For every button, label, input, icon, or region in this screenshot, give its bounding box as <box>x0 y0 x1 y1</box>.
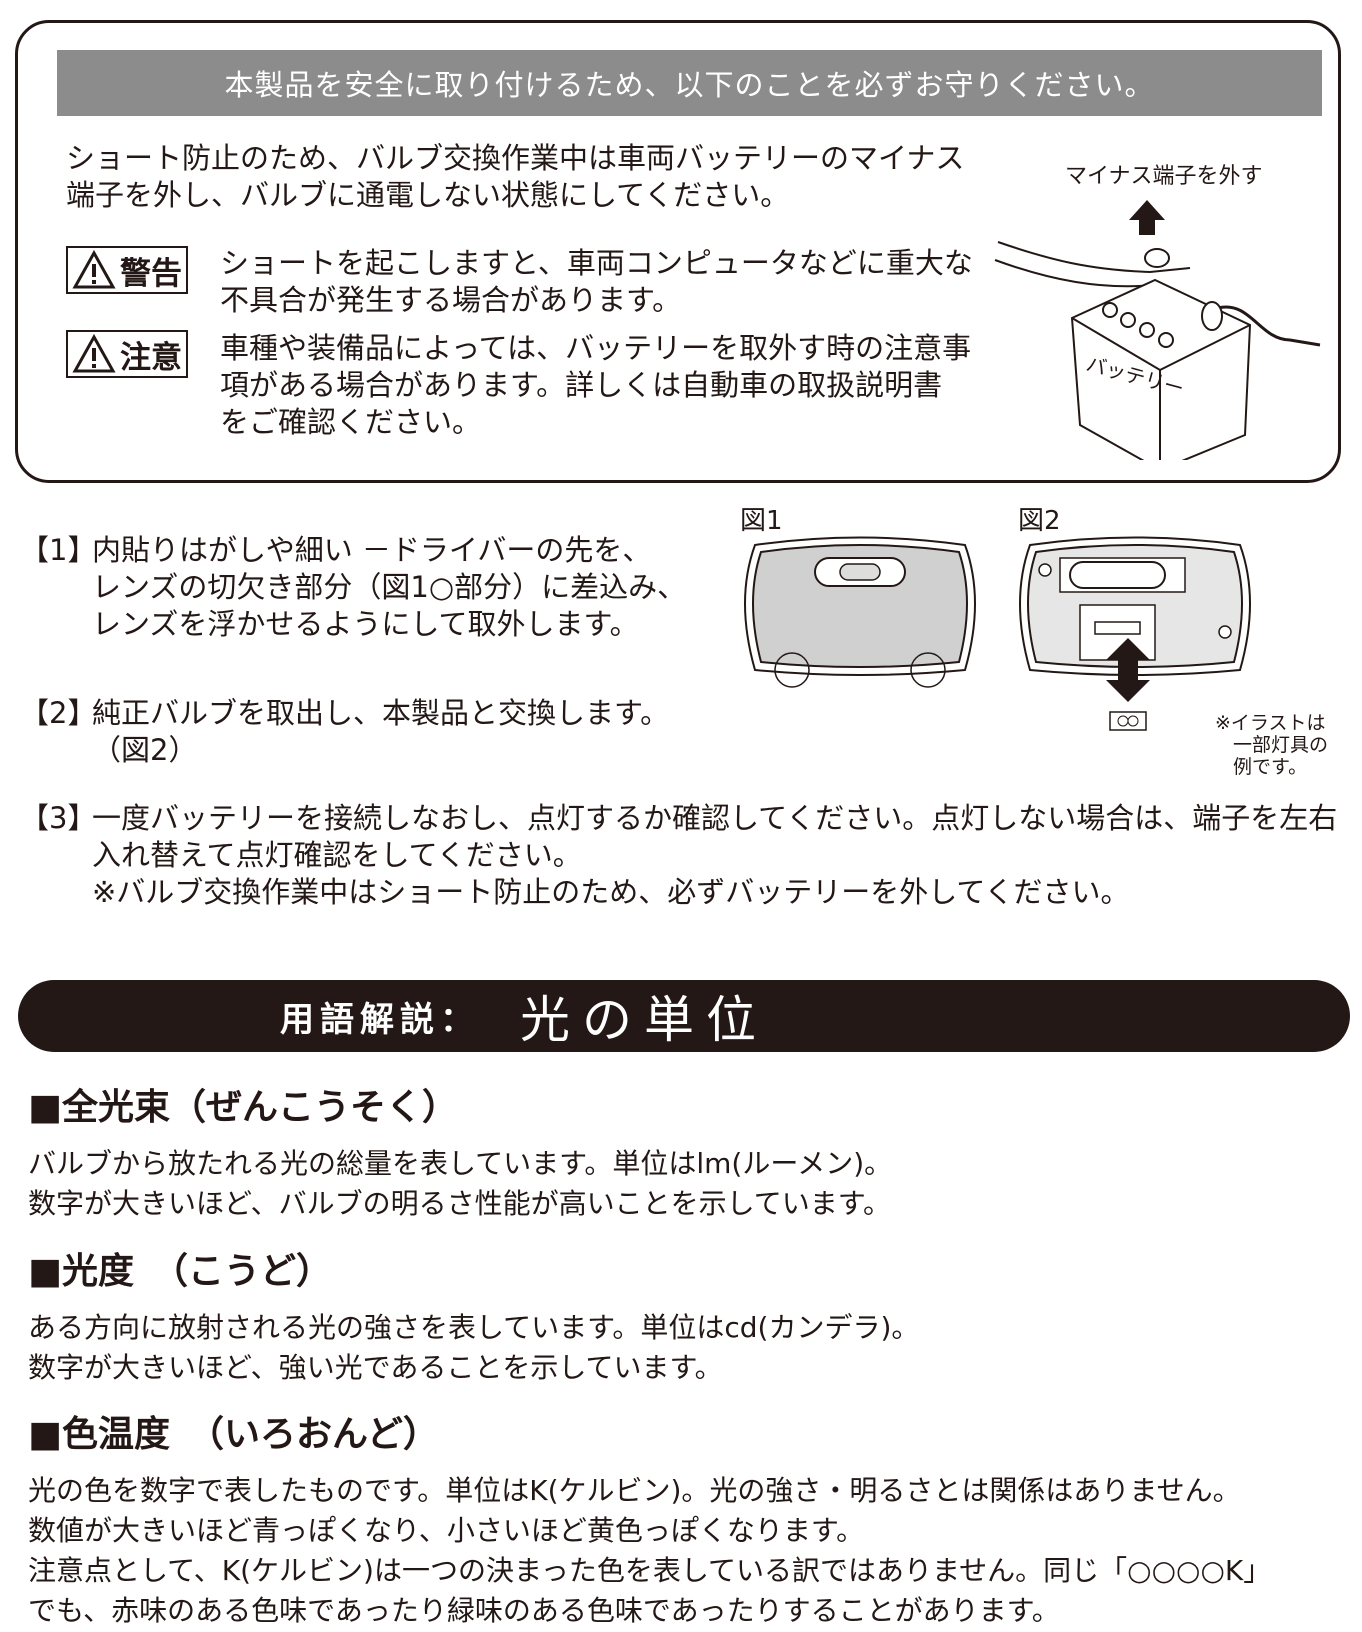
step-line: 入れ替えて点灯確認をしてください。 <box>92 838 582 872</box>
section-line: 光の色を数字で表したものです。単位はK(ケルビン)。光の強さ・明るさとは関係はあ… <box>28 1474 1241 1507</box>
safety-notice-header: 本製品を安全に取り付けるため、以下のことを必ずお守りください。 <box>57 50 1322 116</box>
step-3: 【3】 一度バッテリーを接続しなおし、点灯するか確認してください。点灯しない場合… <box>20 800 1337 911</box>
glossary-banner-prefix: 用語解説： <box>280 999 480 1040</box>
step-line: ※バルブ交換作業中はショート防止のため、必ずバッテリーを外してください。 <box>92 875 1130 909</box>
step-number: 【3】 <box>20 801 97 835</box>
section-line: 数字が大きいほど、バルブの明るさ性能が高いことを示しています。 <box>28 1187 891 1220</box>
step-line: レンズの切欠き部分（図1○部分）に差込み、 <box>92 570 687 604</box>
warning-triangle-icon <box>72 250 116 289</box>
step-number: 【1】 <box>20 533 97 567</box>
step-line: 一度バッテリーを接続しなおし、点灯するか確認してください。点灯しない場合は、端子… <box>92 801 1338 835</box>
battery-illustration: バッテリー <box>994 200 1321 460</box>
step-line: レンズを浮かせるようにして取外します。 <box>92 607 639 641</box>
section-line: 数値が大きいほど青っぽくなり、小さいほど黄色っぽくなります。 <box>28 1514 865 1547</box>
safety-intro: ショート防止のため、バルブ交換作業中は車両バッテリーのマイナス 端子を外し、バル… <box>66 140 964 214</box>
caution-line: をご確認ください。 <box>220 405 482 439</box>
note-line: ※イラストは <box>1215 712 1326 734</box>
illustration-note: ※イラストは 一部灯具の 例です。 <box>1215 712 1328 778</box>
section-title: ■色温度 （いろおんど） <box>28 1414 439 1455</box>
glossary-section-luminous-intensity: ■光度 （こうど） ある方向に放射される光の強さを表しています。単位はcd(カン… <box>28 1242 919 1388</box>
glossary-banner: 用語解説： 光の単位 <box>18 980 1350 1052</box>
section-line: 数字が大きいほど、強い光であることを示しています。 <box>28 1351 723 1384</box>
note-line: 例です。 <box>1233 756 1308 778</box>
safety-notice-box <box>15 20 1341 483</box>
section-line: 注意点として、K(ケルビン)は一つの決まった色を表している訳ではありません。同じ… <box>28 1554 1272 1587</box>
caution-text: 車種や装備品によっては、バッテリーを取外す時の注意事 項がある場合があります。詳… <box>220 330 971 441</box>
battery-caption: マイナス端子を外す <box>1065 164 1263 189</box>
glossary-section-luminous-flux: ■全光束（ぜんこうそく） バルブから放たれる光の総量を表しています。単位はlm(… <box>28 1078 892 1224</box>
caution-label-text: 注意 <box>120 339 182 376</box>
warning-label: 警告 <box>66 246 188 294</box>
caution-line: 項がある場合があります。詳しくは自動車の取扱説明書 <box>220 368 943 402</box>
figure-2-label: 図2 <box>1018 506 1061 536</box>
glossary-banner-title: 光の単位 <box>520 991 768 1049</box>
step-line: 純正バルブを取出し、本製品と交換します。 <box>92 696 670 730</box>
warning-label-text: 警告 <box>120 255 182 292</box>
section-title: ■全光束（ぜんこうそく） <box>28 1087 459 1128</box>
intro-line: 端子を外し、バルブに通電しない状態にしてください。 <box>66 178 790 212</box>
warning-line: 不具合が発生する場合があります。 <box>220 283 682 317</box>
glossary-section-color-temperature: ■色温度 （いろおんど） 光の色を数字で表したものです。単位はK(ケルビン)。光… <box>28 1405 1271 1631</box>
section-line: ある方向に放射される光の強さを表しています。単位はcd(カンデラ)。 <box>28 1311 920 1344</box>
step-number: 【2】 <box>20 696 97 730</box>
section-title: ■光度 （こうど） <box>28 1251 333 1292</box>
figure-1-label: 図1 <box>740 506 783 536</box>
caution-triangle-icon <box>72 334 116 373</box>
intro-line: ショート防止のため、バルブ交換作業中は車両バッテリーのマイナス <box>66 141 965 175</box>
step-1: 【1】 内貼りはがしや細い －ドライバーの先を、 レンズの切欠き部分（図1○部分… <box>20 532 686 643</box>
section-line: でも、赤味のある色味であったり緑味のある色味であったりすることがあります。 <box>28 1594 1060 1627</box>
figure-1-lens-illustration <box>744 536 976 688</box>
step-2: 【2】 純正バルブを取出し、本製品と交換します。 （図2） <box>20 695 669 769</box>
note-line: 一部灯具の <box>1233 734 1329 756</box>
figure-2-housing-illustration <box>1019 536 1251 731</box>
step-line: （図2） <box>92 733 198 767</box>
section-line: バルブから放たれる光の総量を表しています。単位はlm(ルーメン)。 <box>28 1147 893 1180</box>
caution-label: 注意 <box>66 330 188 378</box>
caution-line: 車種や装備品によっては、バッテリーを取外す時の注意事 <box>220 331 972 365</box>
warning-line: ショートを起こしますと、車両コンピュータなどに重大な <box>220 246 973 280</box>
warning-text: ショートを起こしますと、車両コンピュータなどに重大な 不具合が発生する場合があり… <box>220 245 973 319</box>
step-line: 内貼りはがしや細い －ドライバーの先を、 <box>92 533 652 567</box>
